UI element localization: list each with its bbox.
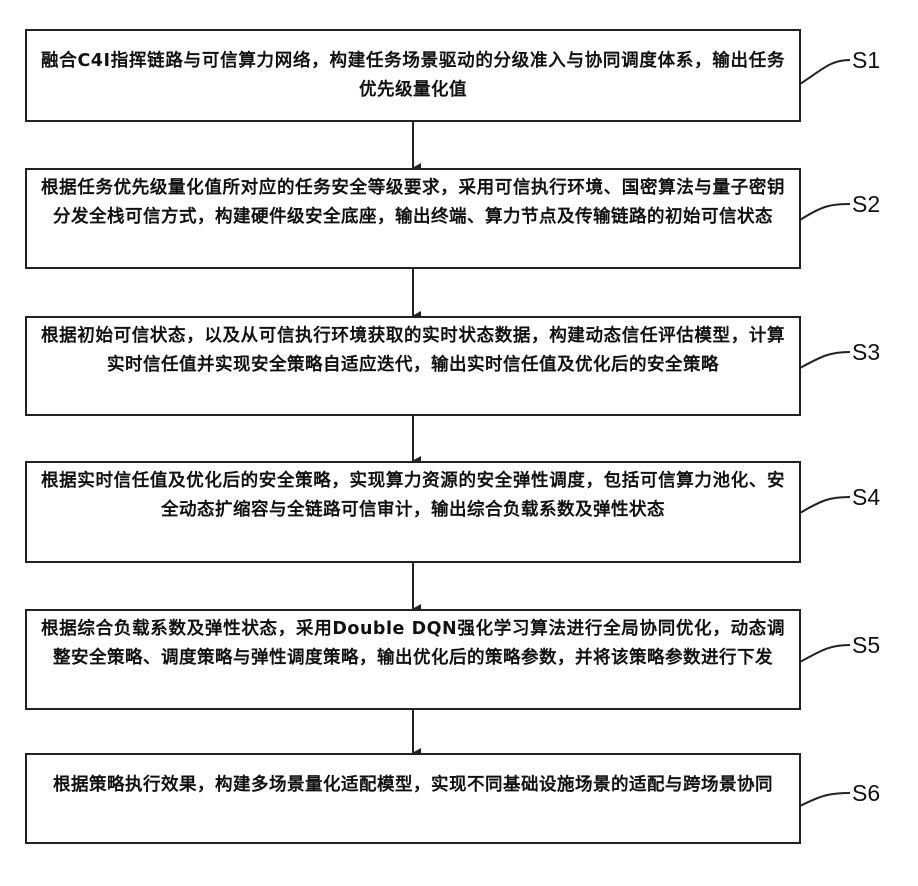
step-text-s6: 根据策略执行效果，构建多场景量化适配模型，实现不同基础设施场景的适配与跨场景协同 (41, 771, 785, 800)
leader-s2 (800, 204, 850, 220)
step-label-s2: S2 (852, 191, 880, 218)
step-box-s6: 根据策略执行效果，构建多场景量化适配模型，实现不同基础设施场景的适配与跨场景协同 (25, 753, 801, 844)
step-text-s5: 根据综合负载系数及弹性状态，采用Double DQN强化学习算法进行全局协同优化… (41, 615, 785, 673)
leader-s3 (800, 352, 850, 368)
step-label-s4: S4 (852, 484, 880, 511)
step-label-s1: S1 (852, 47, 880, 74)
leader-s4 (800, 497, 850, 513)
step-text-s3: 根据初始可信状态，以及从可信执行环境获取的实时状态数据，构建动态信任评估模型，计… (41, 322, 785, 380)
step-label-s5: S5 (852, 632, 880, 659)
step-box-s3: 根据初始可信状态，以及从可信执行环境获取的实时状态数据，构建动态信任评估模型，计… (25, 316, 801, 416)
leader-s5 (800, 645, 850, 662)
step-box-s4: 根据实时信任值及优化后的安全策略，实现算力资源的安全弹性调度，包括可信算力池化、… (25, 461, 801, 563)
step-box-s2: 根据任务优先级量化值所对应的任务安全等级要求，采用可信执行环境、国密算法与量子密… (25, 168, 801, 269)
step-text-s2: 根据任务优先级量化值所对应的任务安全等级要求，采用可信执行环境、国密算法与量子密… (41, 174, 785, 232)
leader-s6 (800, 793, 850, 806)
step-box-s5: 根据综合负载系数及弹性状态，采用Double DQN强化学习算法进行全局协同优化… (25, 609, 801, 710)
step-label-s6: S6 (852, 780, 880, 807)
step-box-s1: 融合C4I指挥链路与可信算力网络，构建任务场景驱动的分级准入与协同调度体系，输出… (25, 29, 801, 122)
step-label-s3: S3 (852, 339, 880, 366)
leader-s1 (800, 60, 850, 84)
step-text-s1: 融合C4I指挥链路与可信算力网络，构建任务场景驱动的分级准入与协同调度体系，输出… (41, 47, 785, 105)
step-text-s4: 根据实时信任值及优化后的安全策略，实现算力资源的安全弹性调度，包括可信算力池化、… (41, 467, 785, 525)
